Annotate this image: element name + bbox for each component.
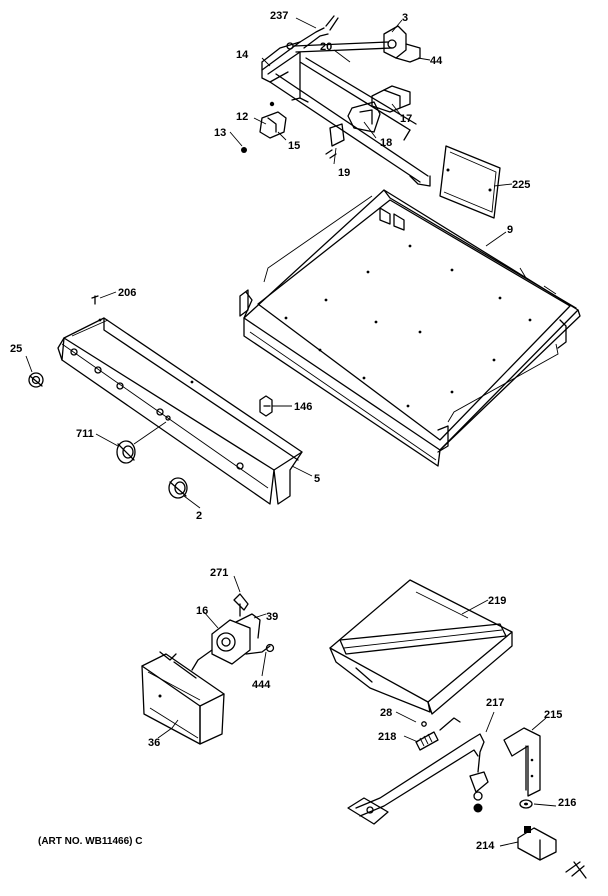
bracket-215 <box>503 727 541 797</box>
callout-2: 2 <box>196 510 202 522</box>
leader-lines <box>25 17 557 847</box>
shield-36 <box>141 651 225 745</box>
orifice-218 <box>415 717 461 751</box>
manifold-assembly <box>241 15 431 187</box>
clip-146 <box>259 395 273 417</box>
callout-206: 206 <box>118 287 136 299</box>
callout-13: 13 <box>214 127 226 139</box>
burner-219 <box>329 579 513 715</box>
callout-237: 237 <box>270 10 288 22</box>
callout-39: 39 <box>266 611 278 623</box>
art-number-footer: (ART NO. WB11466) C <box>38 836 143 847</box>
fitting-214-216 <box>517 799 587 879</box>
callout-217: 217 <box>486 697 504 709</box>
callout-444: 444 <box>252 679 271 691</box>
callout-17: 17 <box>400 113 412 125</box>
callout-44: 44 <box>430 55 443 67</box>
callout-15: 15 <box>288 140 300 152</box>
valve-16 <box>191 613 275 671</box>
callout-214: 214 <box>476 840 495 852</box>
callout-labels: 237 3 14 20 44 17 12 13 15 18 19 225 9 2… <box>10 10 576 852</box>
callout-271: 271 <box>210 567 228 579</box>
control-panel-5 <box>57 317 303 505</box>
callout-19: 19 <box>338 167 350 179</box>
callout-215: 215 <box>544 709 562 721</box>
callout-20: 20 <box>320 41 332 53</box>
callout-218: 218 <box>378 731 396 743</box>
callout-18: 18 <box>380 137 392 149</box>
callout-225: 225 <box>512 179 530 191</box>
callout-216: 216 <box>558 797 576 809</box>
callout-12: 12 <box>236 111 248 123</box>
callout-28: 28 <box>380 707 392 719</box>
callout-3: 3 <box>402 12 408 24</box>
screw-206 <box>91 295 99 305</box>
knob-2 <box>168 477 188 499</box>
callout-146: 146 <box>294 401 312 413</box>
burner-box-9 <box>239 189 581 467</box>
callout-14: 14 <box>236 49 249 61</box>
callout-5: 5 <box>314 473 320 485</box>
callout-36: 36 <box>148 737 160 749</box>
knob-711 <box>116 440 136 464</box>
pin-271 <box>233 593 249 617</box>
knob-25 <box>28 372 44 388</box>
callout-16: 16 <box>196 605 208 617</box>
callout-711: 711 <box>76 428 94 440</box>
callout-9: 9 <box>507 224 513 236</box>
callout-219: 219 <box>488 595 506 607</box>
tube-217 <box>347 733 489 825</box>
callout-25: 25 <box>10 343 22 355</box>
plate-225 <box>439 145 501 219</box>
